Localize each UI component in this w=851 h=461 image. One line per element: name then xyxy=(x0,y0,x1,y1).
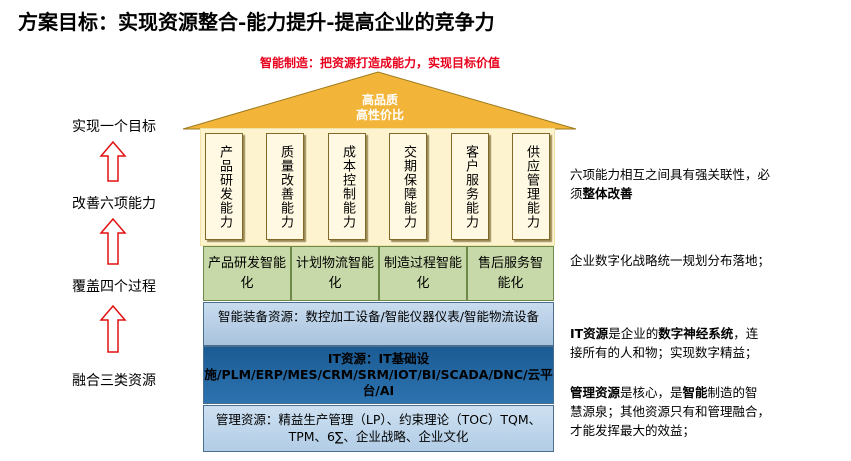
up-arrow-icon xyxy=(99,217,127,265)
note-mgmt-bold-2: 智能 xyxy=(682,385,708,400)
note-management-resource: 管理资源是核心，是智能制造的智慧源泉；其他资源只有和管理融合，才能发挥最大的效益… xyxy=(570,383,770,440)
note-six-abilities-text: 六项能力相互之间具有强关联性，必须 xyxy=(570,167,771,201)
label-three-resources: 融合三类资源 xyxy=(72,373,156,389)
equipment-resource-band: 智能装备资源：数控加工设备/智能仪器仪表/智能物流设备 xyxy=(203,302,554,346)
note-six-abilities: 六项能力相互之间具有强关联性，必须整体改善 xyxy=(570,165,770,203)
management-resource-band: 管理资源：精益生产管理（LP）、约束理论（TOC）TQM、TPM、6∑、企业战略… xyxy=(203,405,554,452)
process-manufacturing: 制造过程智能化 xyxy=(379,246,467,301)
it-resource-band: IT资源：IT基础设施/PLM/ERP/MES/CRM/SRM/IOT/BI/S… xyxy=(203,346,554,404)
process-logistics: 计划物流智能化 xyxy=(291,246,379,301)
pillar-delivery: 交期保障能力 xyxy=(389,133,427,240)
pillar-service: 客户服务能力 xyxy=(451,133,489,240)
note-strategy: 企业数字化战略统一规划分布落地； xyxy=(570,253,771,268)
roof-text: 高品质 高性价比 xyxy=(320,93,440,123)
note-mgmt-text-2: 制造的智慧源泉；其他资源只有和管理融合，才能发挥最大的效益； xyxy=(570,385,771,438)
note-mgmt-bold-1: 管理资源 xyxy=(570,385,621,400)
pillar-rd: 产品研发能力 xyxy=(205,133,243,240)
label-one-goal: 实现一个目标 xyxy=(72,119,156,135)
note-six-abilities-bold: 整体改善 xyxy=(582,186,633,201)
note-it-text-2: ，连接所有的人和物；实现数字精益； xyxy=(570,326,759,360)
pillar-cost: 成本控制能力 xyxy=(328,133,366,240)
roof-line-1: 高品质 xyxy=(361,93,398,107)
pillars-background xyxy=(200,128,555,246)
process-service: 售后服务智能化 xyxy=(467,246,554,301)
note-it-text-1: 是企业的 xyxy=(608,326,659,341)
page-title: 方案目标：实现资源整合-能力提升-提高企业的竞争力 xyxy=(18,10,495,34)
roof-line-2: 高性价比 xyxy=(355,108,404,122)
up-arrow-icon xyxy=(99,304,127,353)
pillar-quality: 质量改善能力 xyxy=(266,133,304,240)
note-it-bold-1: IT资源 xyxy=(570,326,609,341)
label-four-processes: 覆盖四个过程 xyxy=(72,279,156,295)
pillar-supply: 供应管理能力 xyxy=(512,133,550,240)
up-arrow-icon xyxy=(99,140,127,182)
process-rd: 产品研发智能化 xyxy=(203,246,291,301)
subtitle: 智能制造：把资源打造成能力，实现目标价值 xyxy=(259,56,500,70)
note-it-bold-2: 数字神经系统 xyxy=(658,326,734,341)
note-it-resource: IT资源是企业的数字神经系统，连接所有的人和物；实现数字精益； xyxy=(570,324,770,362)
note-mgmt-text-1: 是核心，是 xyxy=(620,385,683,400)
label-six-abilities: 改善六项能力 xyxy=(72,196,156,212)
